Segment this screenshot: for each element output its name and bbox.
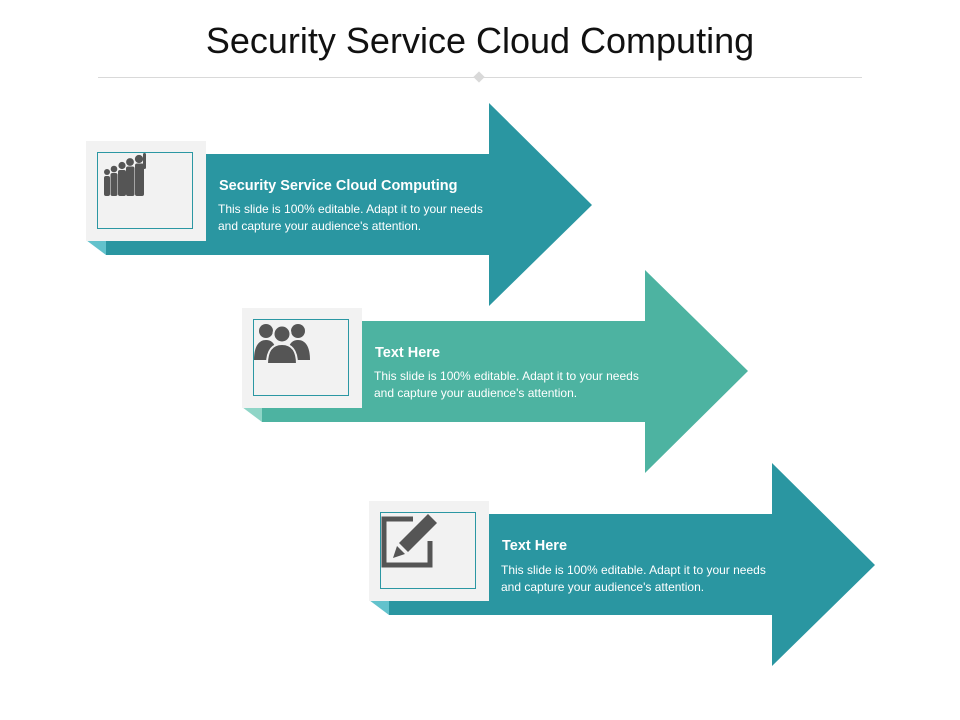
icon-box-2 bbox=[242, 308, 362, 408]
step-1-body: This slide is 100% editable. Adapt it to… bbox=[218, 202, 483, 233]
step-2-body: This slide is 100% editable. Adapt it to… bbox=[374, 369, 639, 400]
step-2-heading: Text Here bbox=[375, 345, 441, 361]
icon-frame-3 bbox=[380, 512, 476, 589]
icon-box-1 bbox=[86, 141, 206, 241]
edit-icon bbox=[381, 514, 437, 568]
step-3-body: This slide is 100% editable. Adapt it to… bbox=[501, 563, 766, 594]
icon-frame-1 bbox=[97, 152, 193, 229]
slide-title: Security Service Cloud Computing bbox=[205, 20, 755, 61]
icon-frame-2 bbox=[253, 319, 349, 396]
icon-box-3 bbox=[369, 501, 489, 601]
step-3-heading: Text Here bbox=[502, 538, 568, 554]
step-1-heading: Security Service Cloud Computing bbox=[219, 178, 458, 194]
growing-family-icon bbox=[104, 153, 146, 196]
team-icon bbox=[254, 324, 310, 365]
